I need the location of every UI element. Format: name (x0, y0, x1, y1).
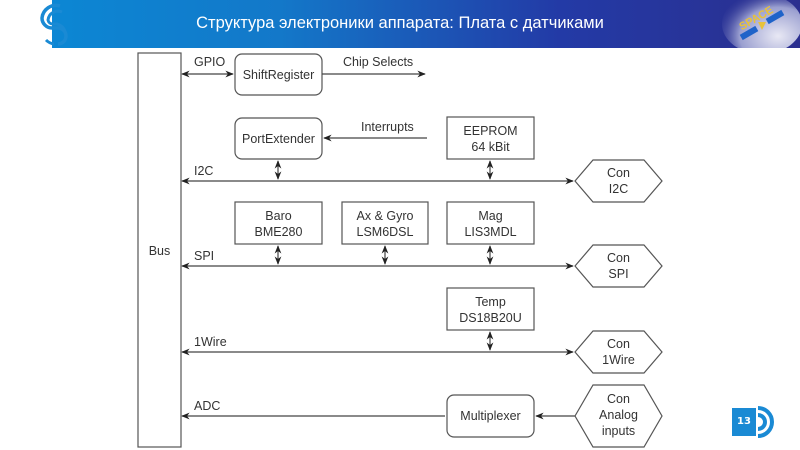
svg-text:Con: Con (607, 337, 630, 351)
svg-text:ShiftRegister: ShiftRegister (243, 68, 315, 82)
eeprom-block: EEPROM 64 kBit (446, 116, 535, 160)
svg-text:Baro: Baro (265, 209, 291, 223)
chip-selects-label: Chip Selects (343, 55, 413, 69)
svg-text:Temp: Temp (475, 295, 506, 309)
svg-text:SPI: SPI (608, 267, 628, 281)
adc-connection: ADC (181, 399, 445, 420)
bus-block: Bus (137, 52, 182, 448)
svg-text:BME280: BME280 (255, 225, 303, 239)
svg-text:I2C: I2C (609, 182, 628, 196)
svg-text:Con: Con (607, 166, 630, 180)
con-1wire-connector: Con 1Wire (574, 330, 663, 374)
slide-header (0, 0, 800, 48)
svg-text:Con: Con (607, 251, 630, 265)
shift-register-block: ShiftRegister (234, 53, 323, 96)
baro-block: Baro BME280 (234, 201, 323, 245)
company-logo-icon (34, 2, 76, 53)
space-gradient-logo-icon: SPACE (712, 0, 800, 54)
bus-label: Bus (149, 244, 171, 258)
page-number: 13 (732, 408, 756, 436)
multiplexer-block: Multiplexer (446, 394, 535, 438)
slide-title: Структура электроники аппарата: Плата с … (196, 14, 604, 32)
svg-text:Mag: Mag (478, 209, 502, 223)
spi-label: SPI (194, 249, 214, 263)
onewire-label: 1Wire (194, 335, 227, 349)
svg-text:DS18B20U: DS18B20U (459, 311, 522, 325)
gpio-connection: GPIO (181, 55, 234, 78)
svg-text:Ax & Gyro: Ax & Gyro (357, 209, 414, 223)
i2c-label: I2C (194, 164, 213, 178)
svg-text:Multiplexer: Multiplexer (460, 409, 520, 423)
svg-text:inputs: inputs (602, 424, 635, 438)
svg-text:Analog: Analog (599, 408, 638, 422)
svg-text:64 kBit: 64 kBit (471, 140, 510, 154)
svg-text:EEPROM: EEPROM (463, 124, 517, 138)
con-spi-connector: Con SPI (574, 244, 663, 288)
con-i2c-connector: Con I2C (574, 159, 663, 203)
ax-gyro-block: Ax & Gyro LSM6DSL (341, 201, 429, 245)
temp-block: Temp DS18B20U (446, 287, 535, 331)
i2c-bus: I2C (181, 160, 574, 185)
interrupts-label: Interrupts (361, 120, 414, 134)
gpio-label: GPIO (194, 55, 226, 69)
svg-text:1Wire: 1Wire (602, 353, 635, 367)
page-logo-icon (756, 404, 784, 445)
svg-text:Con: Con (607, 392, 630, 406)
onewire-bus: 1Wire (181, 331, 574, 356)
svg-text:LIS3MDL: LIS3MDL (464, 225, 516, 239)
svg-text:LSM6DSL: LSM6DSL (357, 225, 414, 239)
svg-text:PortExtender: PortExtender (242, 132, 315, 146)
spi-bus: SPI (181, 245, 574, 270)
adc-label: ADC (194, 399, 220, 413)
interrupts-signal: Interrupts (323, 120, 427, 142)
mag-block: Mag LIS3MDL (446, 201, 535, 245)
con-analog-connector: Con Analog inputs (574, 384, 663, 448)
chip-selects-signal: Chip Selects (322, 55, 426, 78)
port-extender-block: PortExtender (234, 117, 323, 160)
